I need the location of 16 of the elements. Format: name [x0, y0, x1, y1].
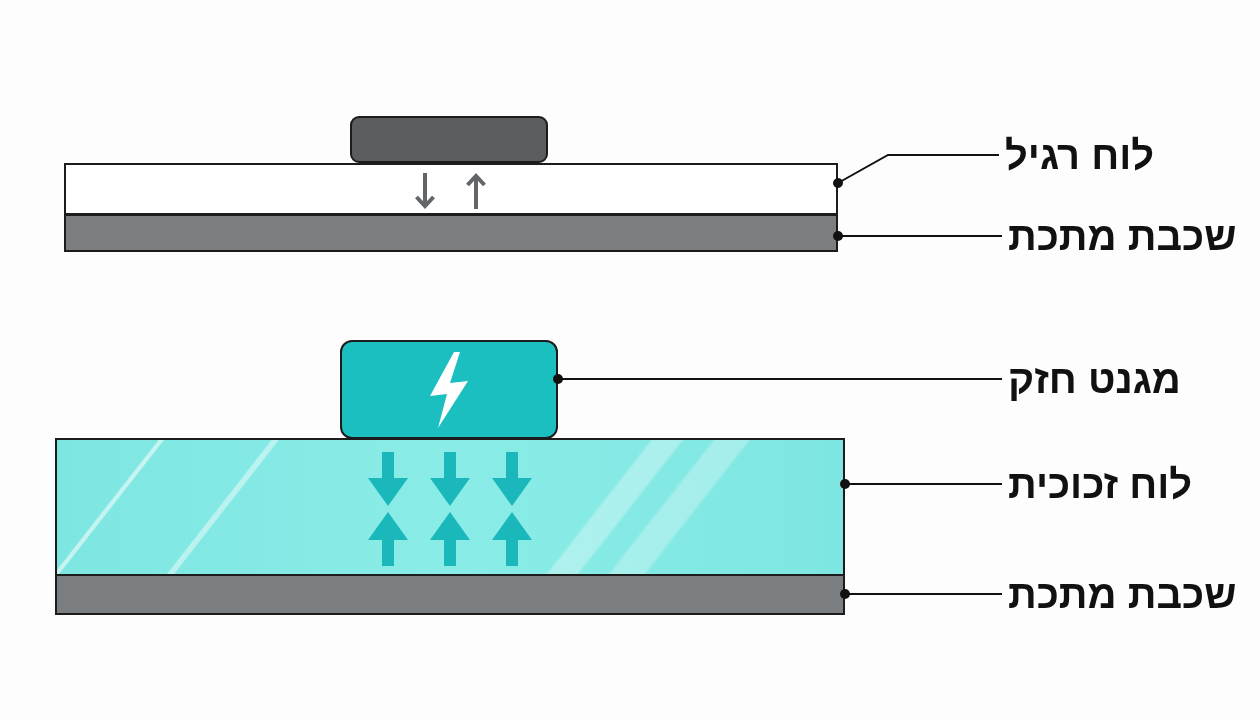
leader-line [833, 231, 1003, 241]
magnet-block [350, 116, 548, 163]
part-label: לוח רגיל [1005, 132, 1155, 178]
metal-layer [64, 214, 838, 252]
magnet-block [340, 340, 558, 439]
part-label: שכבת מתכת [1008, 571, 1237, 617]
part-label: מגנט חזק [1008, 356, 1181, 402]
part-label: לוח זכוכית [1008, 461, 1193, 507]
metal-layer [55, 574, 845, 615]
leader-line [840, 589, 1003, 599]
leader-line [833, 154, 1000, 188]
board-layer [64, 163, 838, 215]
leader-line [840, 479, 1003, 489]
glass-panel [55, 438, 845, 576]
part-label: שכבת מתכת [1008, 213, 1237, 259]
leader-line [553, 374, 1003, 384]
